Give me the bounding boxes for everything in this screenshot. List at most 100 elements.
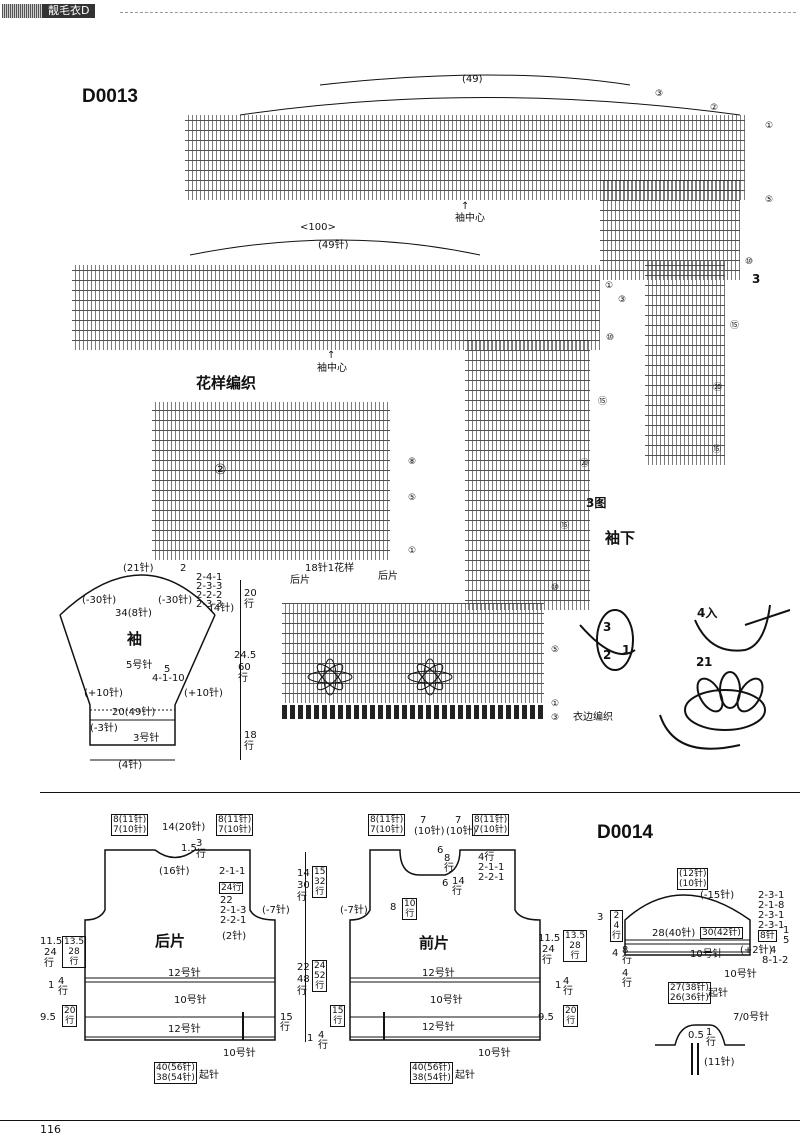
side-number: 3	[752, 272, 761, 286]
sleeve-inc-1: 4-1-10	[152, 673, 185, 684]
header-rule	[120, 12, 796, 13]
back-left-h-b: 24	[44, 947, 57, 958]
back-neck-b: 3	[196, 838, 203, 849]
d0014-tab-a: 0.5	[688, 1030, 704, 1041]
d0014-tab-b: (11针)	[704, 1057, 735, 1068]
d0014-sleeve-dec-1: 2-1-8	[758, 900, 785, 911]
row-marker: ⑤	[765, 195, 774, 205]
back-dec-2: 2-2-1	[220, 915, 247, 926]
back-left-a-b: 4	[58, 976, 65, 987]
pattern-row-1: ①	[408, 546, 417, 556]
front-top-mid-d: (10针)	[446, 826, 477, 837]
front-neck-list-1: 2-1-1	[478, 862, 505, 873]
back-needle-12b: 12号针	[168, 1024, 201, 1035]
back-neck-a: 1.5	[181, 843, 197, 854]
front-needle-10: 10号针	[430, 995, 463, 1006]
pattern-code-d0014: D0014	[597, 822, 653, 843]
d0014-sleeve-right-plus: (+2针)	[740, 945, 773, 956]
row-marker: ⑤	[551, 645, 560, 655]
body-crochet-chart	[465, 340, 590, 610]
row-marker: ⑩	[551, 583, 560, 593]
center-b-2: 行	[297, 986, 307, 997]
center-a-0: 14	[297, 868, 310, 879]
front-piece-outline	[349, 849, 541, 1041]
stitch-illustrations	[579, 604, 791, 750]
sleeve-h3-b: 行	[244, 741, 254, 752]
front-neck-b: 8	[444, 853, 451, 864]
mid-chart-arc	[189, 239, 481, 256]
row-marker: ③	[655, 89, 664, 99]
center-a-1: 30	[297, 880, 310, 891]
back-dec-1: 2-1-3	[220, 905, 247, 916]
d0014-sleeve-left-4: 4	[622, 968, 629, 979]
sleeve-bottom-width: 20(49针)	[112, 707, 156, 718]
d0014-sleeve-dec-3: 2-3-1	[758, 920, 785, 931]
front-neck-h-b: 14	[452, 876, 465, 887]
stitch-label-2: 2	[603, 648, 612, 662]
front-title: 前片	[419, 934, 450, 952]
row-marker: ⑳	[713, 383, 723, 393]
pattern-circle-mark: ②	[214, 462, 227, 478]
front-neck-h-a: 6	[442, 878, 449, 889]
stitch-label-1b: 1	[704, 655, 713, 669]
front-left-h-c: 行	[542, 955, 552, 966]
d0014-sleeve-left-dec: (-15针)	[700, 890, 735, 901]
section-divider	[40, 792, 800, 793]
d0014-sleeve-right-v-b: 5	[783, 935, 790, 946]
sleeve-h1-a: 20	[244, 588, 257, 599]
back-needle-10: 10号针	[174, 995, 207, 1006]
stitch-label-3: 3	[603, 620, 612, 634]
front-top-mid-a: 7	[420, 815, 427, 826]
d0014-sleeve-bottom-suffix: 起针	[708, 988, 728, 999]
pattern-code-d0013: D0013	[82, 86, 138, 107]
up-arrow-icon: ↑	[327, 350, 336, 361]
center-b-1: 48	[297, 974, 310, 985]
front-top-right-box: 8(11针)7(10针)	[472, 814, 510, 836]
header-decoration	[2, 4, 42, 18]
back-right-15-row: 行	[280, 1022, 290, 1033]
d0014-sleeve-right-box: 8针	[758, 930, 777, 942]
up-arrow-icon	[242, 1012, 244, 1040]
d0014-sleeve-side-h-b: 8	[622, 945, 629, 956]
front-right-a-c: 行	[563, 986, 573, 997]
front-right-b: 9.5	[538, 1012, 554, 1023]
back-neck-dec: 2-1-1	[219, 866, 246, 877]
back-right-dec: (-7针)	[262, 905, 290, 916]
back-dec-0: 22	[220, 895, 233, 906]
pattern-title: 花样编织	[196, 374, 257, 392]
d0014-sleeve-bottom-box: 27(38针)26(36针)	[668, 982, 711, 1004]
back-bottom-box: 40(56针)38(54针)	[154, 1062, 197, 1084]
d0014-sleeve-needle7: 7/0号针	[733, 1012, 770, 1023]
mid-chart-width: (49针)	[318, 240, 349, 251]
center-b-0: 22	[297, 962, 310, 973]
row-marker: ⑩	[606, 333, 615, 343]
d0014-sleeve-needle10b: 10号针	[724, 969, 757, 980]
footer-rule	[0, 1120, 800, 1121]
front-neck-list-0: 4行	[478, 852, 495, 863]
d0014-sleeve-right-inc-a: 4	[770, 945, 777, 956]
top-chart-arc	[239, 74, 741, 116]
front-top-mid-c: (10针)	[414, 826, 445, 837]
front-right-a: 1	[555, 980, 562, 991]
mid-crochet-chart	[72, 265, 600, 350]
sleeve-dec-0: 2	[180, 563, 187, 574]
sleeve-left-dec: (-30针)	[82, 595, 117, 606]
pattern-back-label: 后片	[290, 575, 310, 586]
front-right-a-b: 4	[563, 976, 570, 987]
front-left-h-a: 11.5	[538, 933, 561, 944]
hem-crochet-chart	[282, 603, 544, 703]
pattern-repeat-label: 18针1花样	[305, 563, 355, 574]
stitch-label-2b: 2	[696, 655, 705, 669]
row-marker: ③	[618, 295, 627, 305]
row-marker: ⑮	[560, 521, 570, 531]
row-marker: ②	[710, 103, 719, 113]
row-marker: ⑮	[598, 397, 608, 407]
center-c-0: 1	[307, 1033, 314, 1044]
sleeve-dec-1: 2-4-1	[196, 572, 223, 583]
